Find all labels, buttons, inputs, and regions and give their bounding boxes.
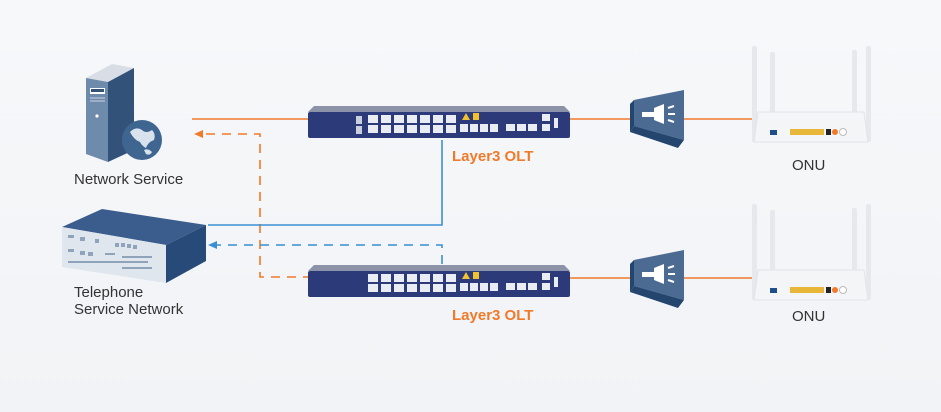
telephone-service-label-line2: Service Network: [74, 301, 184, 318]
telephone-service-node: [60, 205, 210, 285]
olt-bottom-device: [308, 263, 570, 299]
link-olt-bottom-network-service-dashed: [202, 133, 440, 278]
onu-top-device: [740, 44, 880, 154]
link-olt-top-telephone: [208, 140, 443, 226]
server-icon: [86, 64, 162, 162]
splitter-icon: [630, 90, 684, 148]
olt-top-label: Layer3 OLT: [452, 148, 534, 165]
olt-top-device: [308, 104, 570, 140]
network-service-label: Network Service: [74, 171, 184, 188]
telephone-service-label-line1: Telephone: [74, 284, 144, 301]
splitter-top: [630, 90, 690, 148]
onu-bottom-label: ONU: [792, 308, 826, 325]
olt-chassis-icon: [308, 265, 570, 297]
onu-bottom-device: [740, 202, 880, 312]
arrow-head-orange: [194, 130, 203, 138]
splitter-icon: [630, 250, 684, 308]
network-service-node: [82, 58, 192, 168]
link-olt-bottom-telephone-dashed: [216, 244, 443, 264]
splitter-bottom: [630, 250, 690, 308]
olt-bottom-label: Layer3 OLT: [452, 307, 534, 324]
telephone-service-label: Telephone Service Network: [74, 284, 183, 318]
pbx-device-icon: [62, 209, 206, 283]
arrow-head-blue: [208, 241, 217, 249]
olt-chassis-icon: [308, 106, 570, 138]
onu-top-label: ONU: [792, 157, 826, 174]
router-icon: [752, 204, 871, 301]
router-icon: [752, 46, 871, 143]
